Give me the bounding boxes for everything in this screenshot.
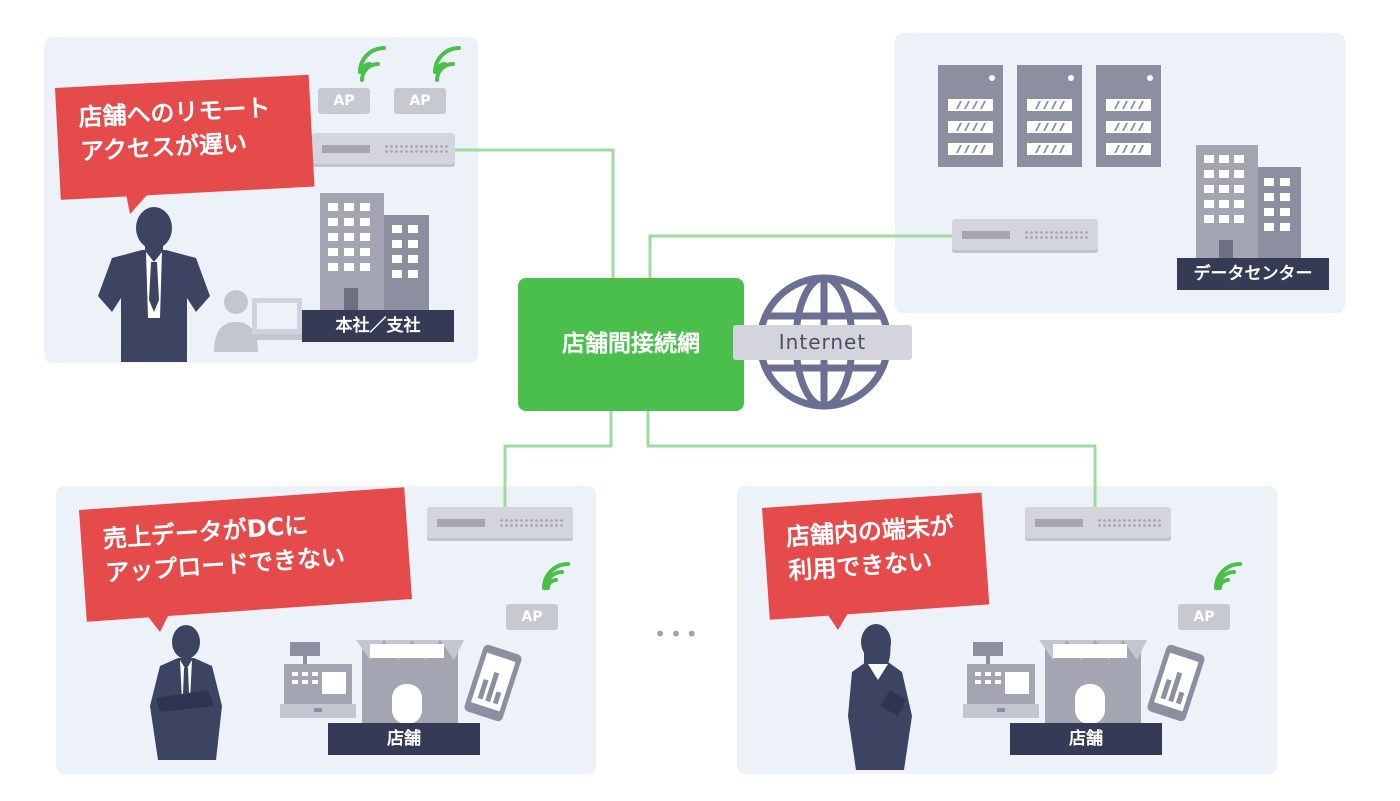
businesswoman-icon (848, 624, 912, 770)
businessman-icon (98, 207, 210, 362)
wifi-icon (542, 562, 570, 590)
ap-label: AP (1193, 609, 1215, 625)
link-store-right (646, 410, 1097, 507)
office-worker-icon (214, 290, 308, 352)
businessman-icon (150, 625, 222, 760)
link-hq (455, 148, 615, 280)
link-store-left (503, 410, 613, 507)
ap-label: AP (409, 93, 431, 109)
store-right-router (1025, 507, 1171, 541)
hq-router (312, 133, 455, 167)
tablet-icon (1147, 644, 1205, 722)
cash-register-icon (280, 642, 356, 718)
ap-label: AP (521, 609, 543, 625)
wifi-icon (433, 46, 461, 82)
hq-ap-1: AP (318, 88, 370, 114)
datacenter-building-icon (1196, 145, 1301, 262)
more-stores-ellipsis: ••• (654, 622, 702, 646)
store-left-router (427, 507, 573, 541)
ap-label: AP (333, 93, 355, 109)
store-right-ap: AP (1178, 604, 1230, 630)
hq-ap-2: AP (394, 88, 446, 114)
store-right-label: 店舗 (1010, 723, 1162, 755)
store-network-hub: 店舗間接続網 (518, 278, 744, 411)
storefront-icon (356, 640, 464, 724)
cash-register-icon (963, 642, 1039, 718)
server-rack-icon (938, 65, 1003, 167)
wifi-icon (358, 46, 386, 82)
internet-label: Internet (733, 325, 912, 360)
office-building-icon (320, 193, 429, 310)
datacenter-label: データセンター (1177, 258, 1329, 290)
tablet-icon (464, 644, 522, 722)
server-rack-icon (1017, 65, 1082, 167)
store-left-ap: AP (506, 604, 558, 630)
server-rack-icon (1096, 65, 1161, 167)
datacenter-router (952, 219, 1098, 253)
storefront-icon (1039, 640, 1147, 724)
link-datacenter (648, 234, 952, 280)
hq-label: 本社／支社 (302, 310, 454, 342)
wifi-icon (1214, 562, 1242, 590)
store-left-label: 店舗 (328, 723, 480, 755)
